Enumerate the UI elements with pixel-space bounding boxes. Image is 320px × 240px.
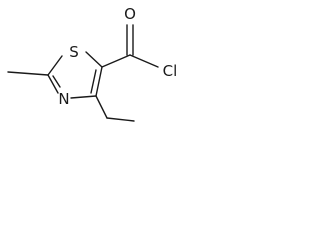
bond-c4-n3 — [70, 95, 97, 99]
bond-s-c5 — [85, 51, 103, 68]
bond-carbonyl-cl — [129, 54, 159, 68]
atom-sulfur-label: S — [69, 43, 79, 61]
bond-c4-ethyl-ch2 — [95, 95, 108, 119]
atom-oxygen-label: O — [124, 5, 136, 23]
bond-c5-c4 — [95, 66, 103, 97]
bond-ethyl-ch2-ch3 — [106, 117, 135, 122]
bond-n3-c2-inner — [52, 75, 61, 88]
bond-c2-s — [47, 55, 63, 76]
structure-diagram: S N O Cl — [7, 5, 178, 122]
bond-c5-carbonyl — [101, 54, 131, 68]
bond-c2-methyl — [7, 71, 49, 76]
atom-chlorine-label: Cl — [163, 62, 178, 80]
bond-c5-c4-inner — [90, 69, 97, 94]
atom-nitrogen-label: N — [58, 90, 69, 108]
bond-n3-c2 — [47, 74, 59, 94]
